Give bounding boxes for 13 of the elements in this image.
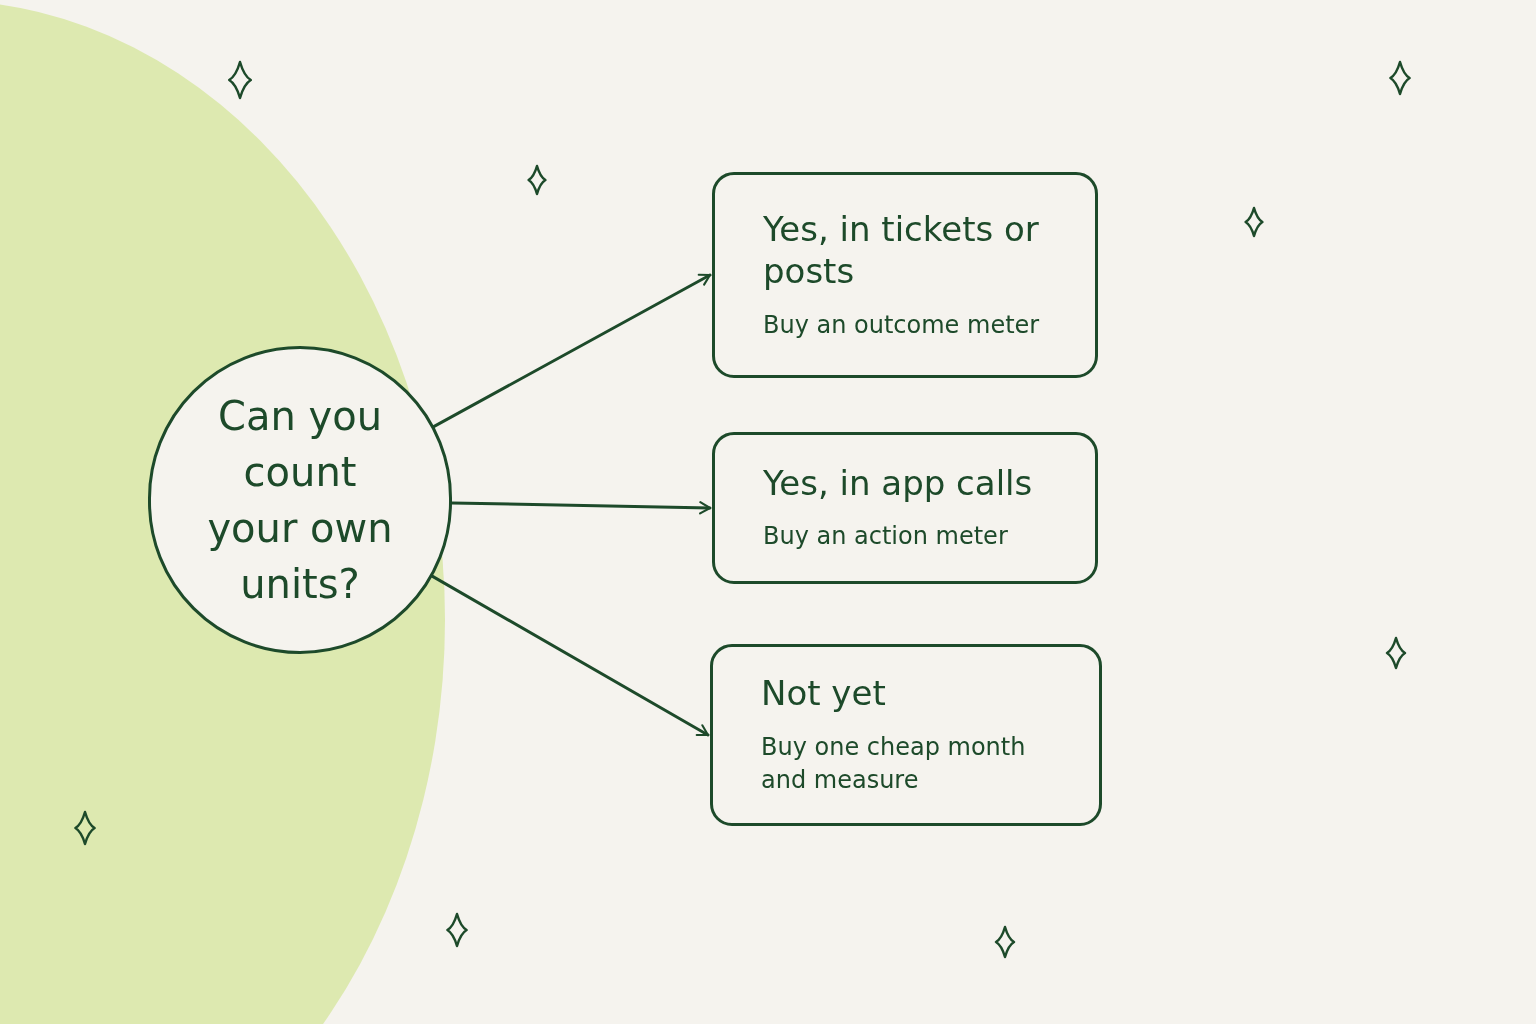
answer-action: Buy an action meter (763, 521, 1009, 553)
answer-box (710, 644, 1102, 826)
answer-action: Buy an outcome meter (763, 309, 1041, 341)
answer-heading: Not yet (761, 672, 887, 715)
answer-heading: Yes, in app calls (763, 461, 1034, 505)
question-text: Can you count your own units? (206, 392, 394, 609)
answer-action: Buy one cheap month and measure (761, 731, 1027, 797)
arrow (431, 273, 712, 429)
arrow (450, 501, 712, 515)
answer-box (712, 172, 1098, 378)
answer-heading: Yes, in tickets or posts (763, 207, 1040, 293)
answer-box (712, 432, 1098, 584)
arrow (430, 574, 710, 737)
